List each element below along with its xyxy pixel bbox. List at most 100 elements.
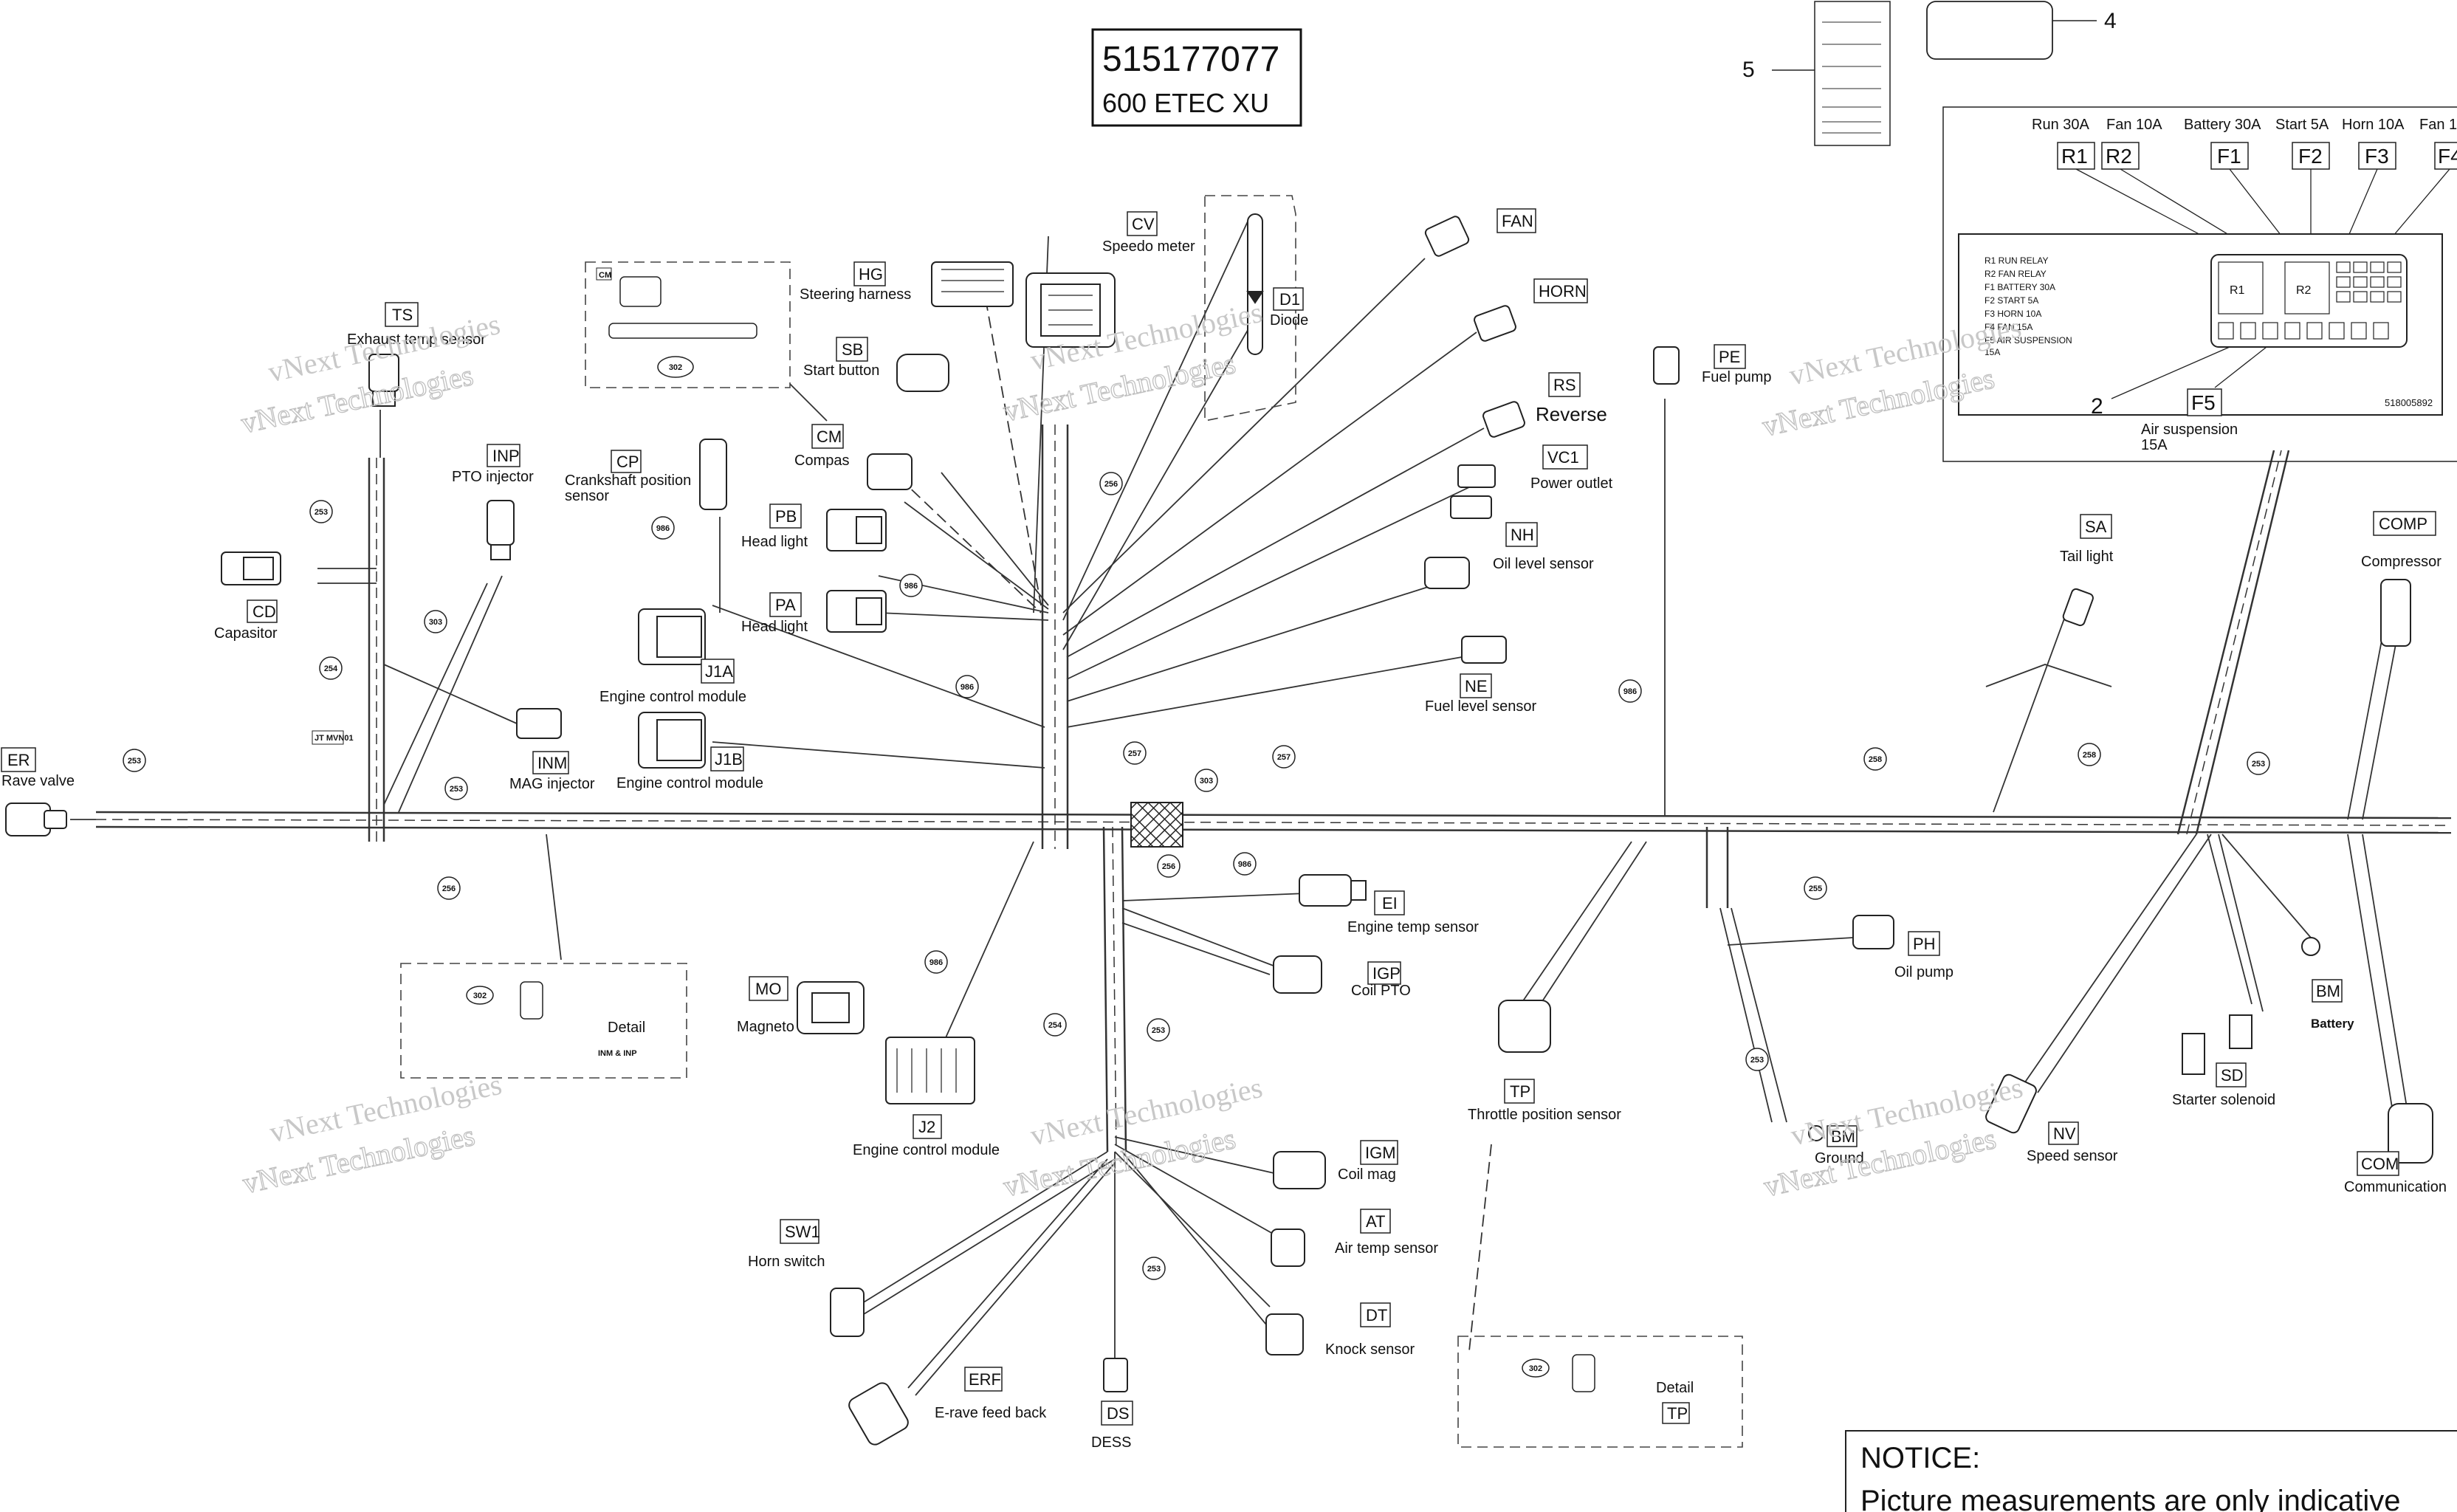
connector-shapes <box>5 213 2433 1446</box>
connector-code-pb: PB <box>775 507 797 526</box>
detail-ref: 302 <box>473 992 487 1000</box>
connector-label-cp: Crankshaft position <box>565 472 691 489</box>
connector-code-igp: IGP <box>1372 964 1401 983</box>
mag-injector-connector-icon <box>516 708 562 739</box>
connector-label-rs: Reverse <box>1536 403 1607 425</box>
exhaust-temp-sensor-icon <box>368 354 399 407</box>
fuse-slot-f1: F1 <box>2217 145 2241 168</box>
connector-labels: ER Rave valve TS Exhaust temp sensor INP… <box>1 208 2447 1451</box>
connector-label-er: Rave valve <box>1 773 75 789</box>
connector-label-pe: Fuel pump <box>1702 369 1772 385</box>
wire-ref: 256 <box>1162 862 1175 871</box>
connector-code-ne: NE <box>1465 677 1488 695</box>
connector-label-j2: Engine control module <box>853 1142 1000 1158</box>
wire-ref: 253 <box>1750 1056 1764 1065</box>
fuse-legend: R1 RUN RELAY R2 FAN RELAY F1 BATTERY 30A… <box>1984 255 2072 357</box>
wire-ref-circles <box>123 472 2270 1280</box>
wire-ref: 986 <box>929 958 943 967</box>
wire-ref: 253 <box>1147 1265 1161 1274</box>
head-light-pa-icon <box>826 590 887 633</box>
connector-code-horn: HORN <box>1539 282 1587 300</box>
fuse-box-module: 5 4 Run 30A Fan 10A Battery 30A Start 5A… <box>1742 1 2457 462</box>
connector-label-ds: DESS <box>1091 1434 1131 1451</box>
connector-code-pa: PA <box>775 596 796 614</box>
callout-4: 4 <box>2104 9 2117 33</box>
connector-code-tp: TP <box>1510 1082 1530 1101</box>
connector-code-ts: TS <box>392 306 413 324</box>
diode-icon <box>1246 213 1264 355</box>
ecm-j1b-icon <box>638 712 706 769</box>
fuse-slot-r1: R1 <box>2061 145 2088 168</box>
callout-5: 5 <box>1742 58 1755 82</box>
fuse-slot-f5: F5 <box>2191 391 2216 414</box>
connector-code-cm: CM <box>817 427 842 446</box>
connector-label-bm-battery: Battery <box>2311 1017 2354 1031</box>
connector-code-inp: INP <box>492 447 520 465</box>
detail-code: INM & INP <box>598 1049 637 1058</box>
connector-label-cd: Capasitor <box>214 625 278 642</box>
detail-label: Detail <box>1656 1380 1694 1396</box>
main-harness <box>95 425 2452 1152</box>
connector-label-nh: Oil level sensor <box>1493 556 1594 572</box>
connector-label-sb: Start button <box>803 362 879 379</box>
wire-ref: 253 <box>450 785 463 794</box>
connector-label-igm: Coil mag <box>1338 1166 1396 1183</box>
ecm-j2-connector-icon <box>885 1037 975 1104</box>
fuse-rating-fan: Fan 10A <box>2106 117 2162 133</box>
fuse-legend-line: F3 HORN 10A <box>1984 309 2041 319</box>
connector-code-cv: CV <box>1132 215 1155 233</box>
connector-code-nh: NH <box>1511 526 1534 544</box>
wire-ref: 986 <box>904 582 918 591</box>
module-slot-r2: R2 <box>2296 284 2312 297</box>
connector-label-pb: Head light <box>741 534 808 550</box>
start-button-connector-icon <box>896 354 949 392</box>
connector-code-sb: SB <box>842 340 863 359</box>
connector-code-cd: CD <box>252 602 276 621</box>
connector-code-dt: DT <box>1366 1306 1387 1324</box>
wire-ref: 256 <box>442 884 456 893</box>
connector-label-inm: MAG injector <box>509 776 595 792</box>
connector-code-d1: D1 <box>1279 290 1300 309</box>
branch-wires <box>70 221 2408 1396</box>
detail-label: Detail <box>608 1020 645 1036</box>
fuse-slot-f4: F4 <box>2438 145 2457 168</box>
connector-label-j1b: Engine control module <box>616 775 763 791</box>
wire-ref: 254 <box>324 664 338 673</box>
connector-code-hg: HG <box>859 265 883 284</box>
coil-mag-connector-icon <box>1273 1151 1326 1189</box>
magneto-connector-icon <box>797 981 865 1034</box>
ecm-j1a-icon <box>638 608 706 665</box>
fuse-rating-start: Start 5A <box>2275 117 2329 133</box>
notice-heading: NOTICE: <box>1860 1442 1980 1474</box>
connector-code-at: AT <box>1366 1212 1385 1231</box>
wire-ref: 253 <box>128 757 141 766</box>
compas-inset-code: CM <box>599 271 611 280</box>
coil-pto-connector-icon <box>1273 955 1322 994</box>
wire-ref-numbers: 253 253 254 303 253 256 986 986 986 256 … <box>128 480 2265 1274</box>
fuel-pump-connector-icon <box>1653 346 1680 385</box>
part-number: 515177077 <box>1102 40 1279 79</box>
fuel-level-sensor-icon <box>1461 636 1507 664</box>
oil-pump-connector-icon <box>1852 915 1894 949</box>
connector-code-er: ER <box>7 751 30 769</box>
notice-box: NOTICE: Picture measurements are only in… <box>1845 1430 2457 1512</box>
speed-sensor-connector-icon <box>1985 1073 2037 1134</box>
fuse-rating-horn: Horn 10A <box>2342 117 2405 133</box>
connector-code-comp: COMP <box>2379 515 2427 533</box>
air-temp-sensor-icon <box>1271 1228 1305 1267</box>
connector-label-at: Air temp sensor <box>1335 1240 1438 1257</box>
connector-label-pa: Head light <box>741 619 808 635</box>
knock-sensor-icon <box>1265 1313 1304 1355</box>
connector-label-bm-ground: Ground <box>1815 1150 1864 1166</box>
connector-code-inm: INM <box>537 754 567 772</box>
connector-code-ei: EI <box>1382 894 1398 913</box>
ground-terminal-icon <box>1808 1125 1824 1141</box>
model-name: 600 ETEC XU <box>1102 88 1269 118</box>
connector-label-ph: Oil pump <box>1894 964 1953 980</box>
connector-code-rs: RS <box>1553 376 1576 394</box>
connector-code-j1a: J1A <box>705 662 733 681</box>
connector-label-hg: Steering harness <box>800 286 911 303</box>
connector-code-sd: SD <box>2221 1066 2244 1085</box>
wire-ref: 257 <box>1277 753 1291 762</box>
fuse-module-part-number: 518005892 <box>2385 397 2433 408</box>
